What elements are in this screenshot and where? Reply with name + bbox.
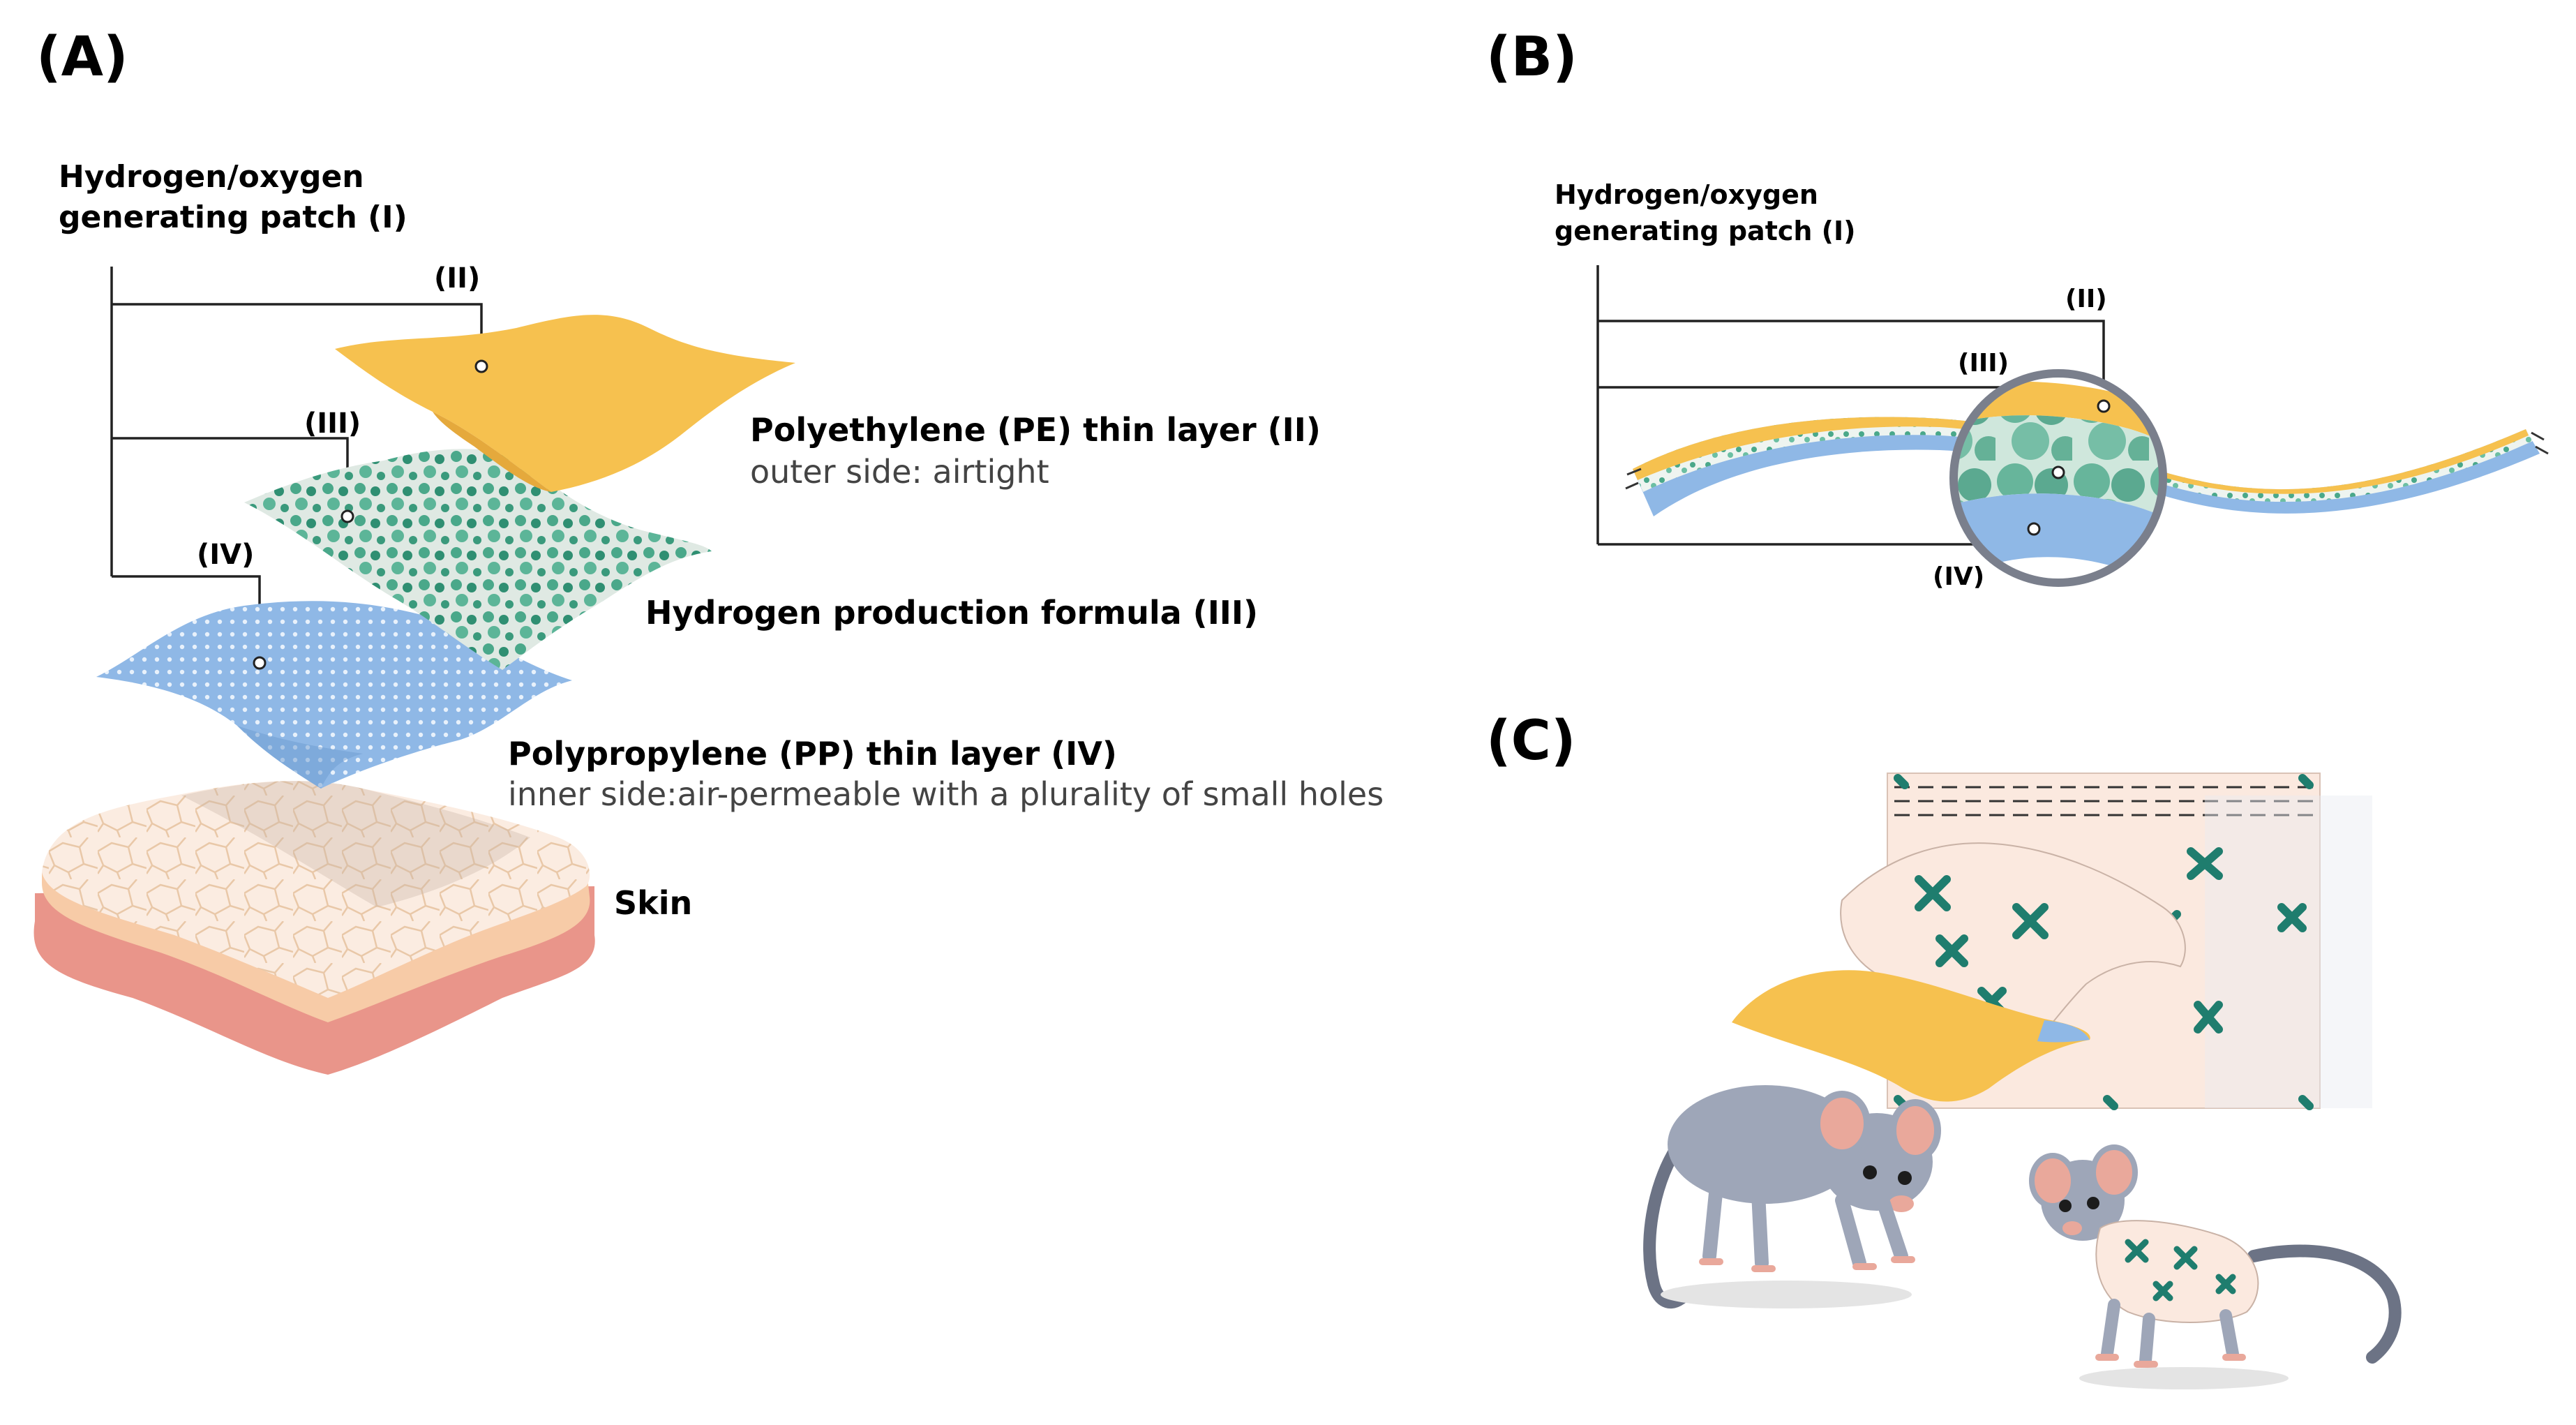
mouse-icon	[2029, 1144, 2402, 1389]
yellow-patch-piece	[1732, 970, 2090, 1102]
num-iii-b: (III)	[1958, 349, 2009, 378]
panel-b-label: (B)	[1486, 26, 1578, 89]
pe-subtitle: outer side: airtight	[750, 453, 1049, 491]
patch-label-b-line2: generating patch (I)	[1555, 216, 1856, 246]
pe-layer	[335, 315, 795, 492]
panel-c: (C)	[1486, 710, 2402, 1389]
pe-title: Polyethylene (PE) thin layer (II)	[750, 411, 1321, 449]
magnifier-circle-icon	[1949, 369, 2167, 587]
panel-a: (A) Hydrogen/oxygen generating patch (I)	[33, 26, 1384, 1075]
pp-title: Polypropylene (PP) thin layer (IV)	[508, 735, 1117, 773]
skin-block	[33, 781, 595, 1075]
formula-layer	[244, 449, 712, 670]
num-iv-b: (IV)	[1933, 562, 1984, 591]
num-ii-a: (II)	[434, 262, 480, 294]
panel-a-label: (A)	[36, 26, 128, 89]
patch-label-line2: generating patch (I)	[59, 200, 407, 235]
panel-b: (B) Hydrogen/oxygen generating patch (I)	[1486, 26, 2549, 591]
mouse-icon	[1643, 1085, 1941, 1308]
pp-layer	[96, 601, 572, 789]
num-iii-a: (III)	[304, 408, 361, 440]
pp-subtitle: inner side:air-permeable with a pluralit…	[508, 775, 1384, 813]
skin-label: Skin	[614, 884, 692, 922]
patch-label-b-line1: Hydrogen/oxygen	[1555, 179, 1818, 210]
formula-title: Hydrogen production formula (III)	[645, 594, 1258, 632]
num-ii-b: (II)	[2065, 285, 2107, 313]
num-iv-a: (IV)	[197, 539, 254, 571]
panel-c-label: (C)	[1486, 710, 1576, 773]
patch-label-line1: Hydrogen/oxygen	[59, 159, 364, 195]
